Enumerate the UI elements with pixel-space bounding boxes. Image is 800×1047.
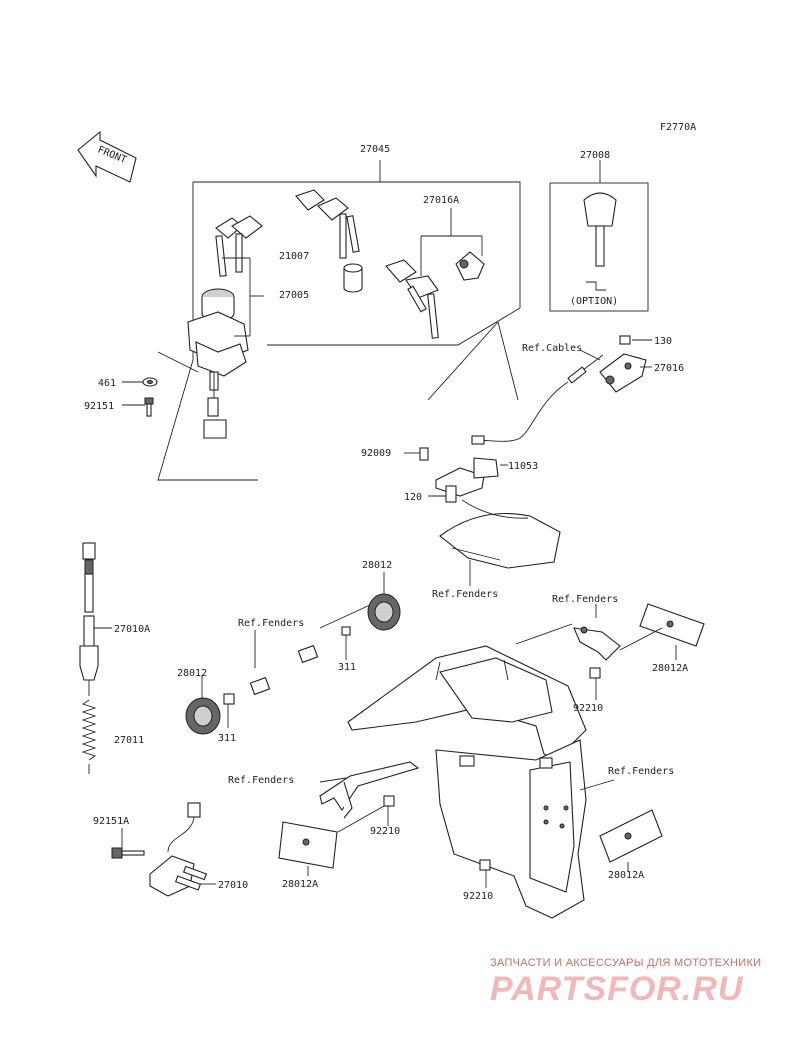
label-21007: 21007 xyxy=(279,251,309,262)
bolt-92151 xyxy=(144,397,154,417)
label-27010: 27010 xyxy=(218,880,248,891)
bracket-right xyxy=(573,626,621,661)
switch-27010 xyxy=(149,802,208,897)
label-130: 130 xyxy=(654,336,672,347)
front-arrow-icon: FRONT xyxy=(77,130,137,183)
label-27008: 27008 xyxy=(580,150,610,161)
label-311-top: 311 xyxy=(338,662,356,673)
cable-assembly xyxy=(471,354,604,445)
label-92210-bottom: 92210 xyxy=(463,891,493,902)
label-120: 120 xyxy=(404,492,422,503)
watermark-brand: PARTSFOR.RU xyxy=(490,970,744,1008)
nut-311-left xyxy=(223,693,235,705)
label-28012-top: 28012 xyxy=(362,560,392,571)
spring-27011 xyxy=(81,699,97,774)
label-27010A: 27010A xyxy=(114,624,150,635)
label-311-left: 311 xyxy=(218,733,236,744)
ignition-kit-outline xyxy=(157,160,521,481)
stud-top xyxy=(297,644,319,664)
label-92151A: 92151A xyxy=(93,816,129,827)
nut-92210-right xyxy=(589,667,601,679)
nut-92210-bottom xyxy=(479,859,491,871)
label-11053: 11053 xyxy=(508,461,538,472)
label-27011: 27011 xyxy=(114,735,144,746)
ignition-switch-27005 xyxy=(187,288,249,439)
label-28012A-left: 28012A xyxy=(282,879,318,890)
bracket-left xyxy=(319,761,420,819)
keys-27016A xyxy=(385,251,485,339)
ref-fenders-top: Ref.Fenders xyxy=(238,618,304,629)
label-92210-right: 92210 xyxy=(573,703,603,714)
ref-cables: Ref.Cables xyxy=(522,343,582,354)
label-28012A-bottom: 28012A xyxy=(608,870,644,881)
rear-fender xyxy=(347,645,587,919)
ref-fenders-mid: Ref.Fenders xyxy=(432,589,498,600)
switch-27016 xyxy=(599,353,647,393)
reflector-28012A-bottom xyxy=(599,809,663,863)
option-label: (OPTION) xyxy=(570,296,618,307)
ref-fenders-right: Ref.Fenders xyxy=(552,594,618,605)
washer-461 xyxy=(142,377,158,387)
keys-21007 xyxy=(215,189,363,293)
nut-92210-mid xyxy=(383,795,395,807)
bolt-92151A xyxy=(111,847,145,859)
reflector-28012-left xyxy=(185,697,221,735)
label-27016: 27016 xyxy=(654,363,684,374)
figure-id: F2770A xyxy=(660,122,696,133)
label-27005: 27005 xyxy=(279,290,309,301)
ref-fenders-left: Ref.Fenders xyxy=(228,775,294,786)
nut-311-top xyxy=(341,626,351,636)
label-27016A: 27016A xyxy=(423,195,459,206)
label-92151: 92151 xyxy=(84,401,114,412)
screw-130 xyxy=(619,335,631,345)
switch-27010A xyxy=(79,542,99,696)
label-28012A-right: 28012A xyxy=(652,663,688,674)
label-27045: 27045 xyxy=(360,144,390,155)
label-28012-left: 28012 xyxy=(177,668,207,679)
label-92210-mid: 92210 xyxy=(370,826,400,837)
reflector-28012A-left xyxy=(278,821,338,869)
reflector-28012A-right xyxy=(639,603,705,647)
ref-fenders-far-right: Ref.Fenders xyxy=(608,766,674,777)
stud-left xyxy=(249,676,271,696)
bracket-11053 xyxy=(419,447,499,503)
option-key-box xyxy=(549,182,649,312)
reflector-28012-top xyxy=(367,593,401,631)
fender-upper xyxy=(439,499,561,569)
label-461: 461 xyxy=(98,378,116,389)
watermark-caption: ЗАПЧАСТИ И АКСЕССУАРЫ ДЛЯ МОТОТЕХНИКИ xyxy=(490,957,761,969)
label-92009: 92009 xyxy=(361,448,391,459)
